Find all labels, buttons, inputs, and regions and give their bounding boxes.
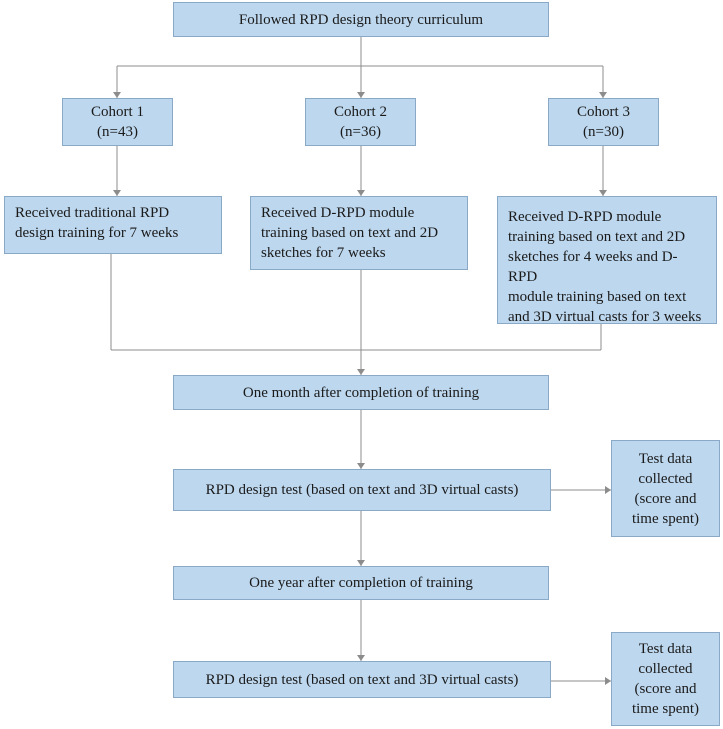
cohort-2-n: (n=36) — [340, 124, 381, 140]
cohort-1-name: Cohort 1 — [91, 104, 144, 120]
design-test-2-text: RPD design test (based on text and 3D vi… — [205, 671, 519, 688]
cohort-2-training-box: Received D-RPD module training based on … — [250, 196, 468, 270]
design-test-2-box: RPD design test (based on text and 3D vi… — [173, 661, 551, 698]
test-data-2-box: Test data collected (score and time spen… — [611, 632, 720, 726]
cohort-2-box: Cohort 2 (n=36) — [305, 98, 416, 146]
cohort-1-training-box: Received traditional RPD design training… — [4, 196, 222, 254]
one-month-box: One month after completion of training — [173, 375, 549, 410]
cohort-3-name: Cohort 3 — [577, 104, 630, 120]
cohort-2-name: Cohort 2 — [334, 104, 387, 120]
one-year-text: One year after completion of training — [249, 575, 473, 591]
cohort-3-n: (n=30) — [583, 124, 624, 140]
design-test-1-text: RPD design test (based on text and 3D vi… — [205, 482, 519, 498]
one-month-text: One month after completion of training — [242, 384, 480, 401]
one-year-box: One year after completion of training — [173, 566, 549, 600]
curriculum-text: Followed RPD design theory curriculum — [238, 11, 484, 28]
cohort-1-box: Cohort 1 (n=43) — [62, 98, 173, 146]
curriculum-box: Followed RPD design theory curriculum — [173, 2, 549, 37]
cohort-3-training-box: Received D-RPD module training based on … — [497, 196, 717, 325]
test-data-1-box: Test data collected (score and time spen… — [611, 440, 720, 537]
cohort-1-n: (n=43) — [97, 124, 138, 140]
cohort-3-box: Cohort 3 (n=30) — [548, 98, 659, 146]
design-test-1-box: RPD design test (based on text and 3D vi… — [173, 469, 551, 511]
